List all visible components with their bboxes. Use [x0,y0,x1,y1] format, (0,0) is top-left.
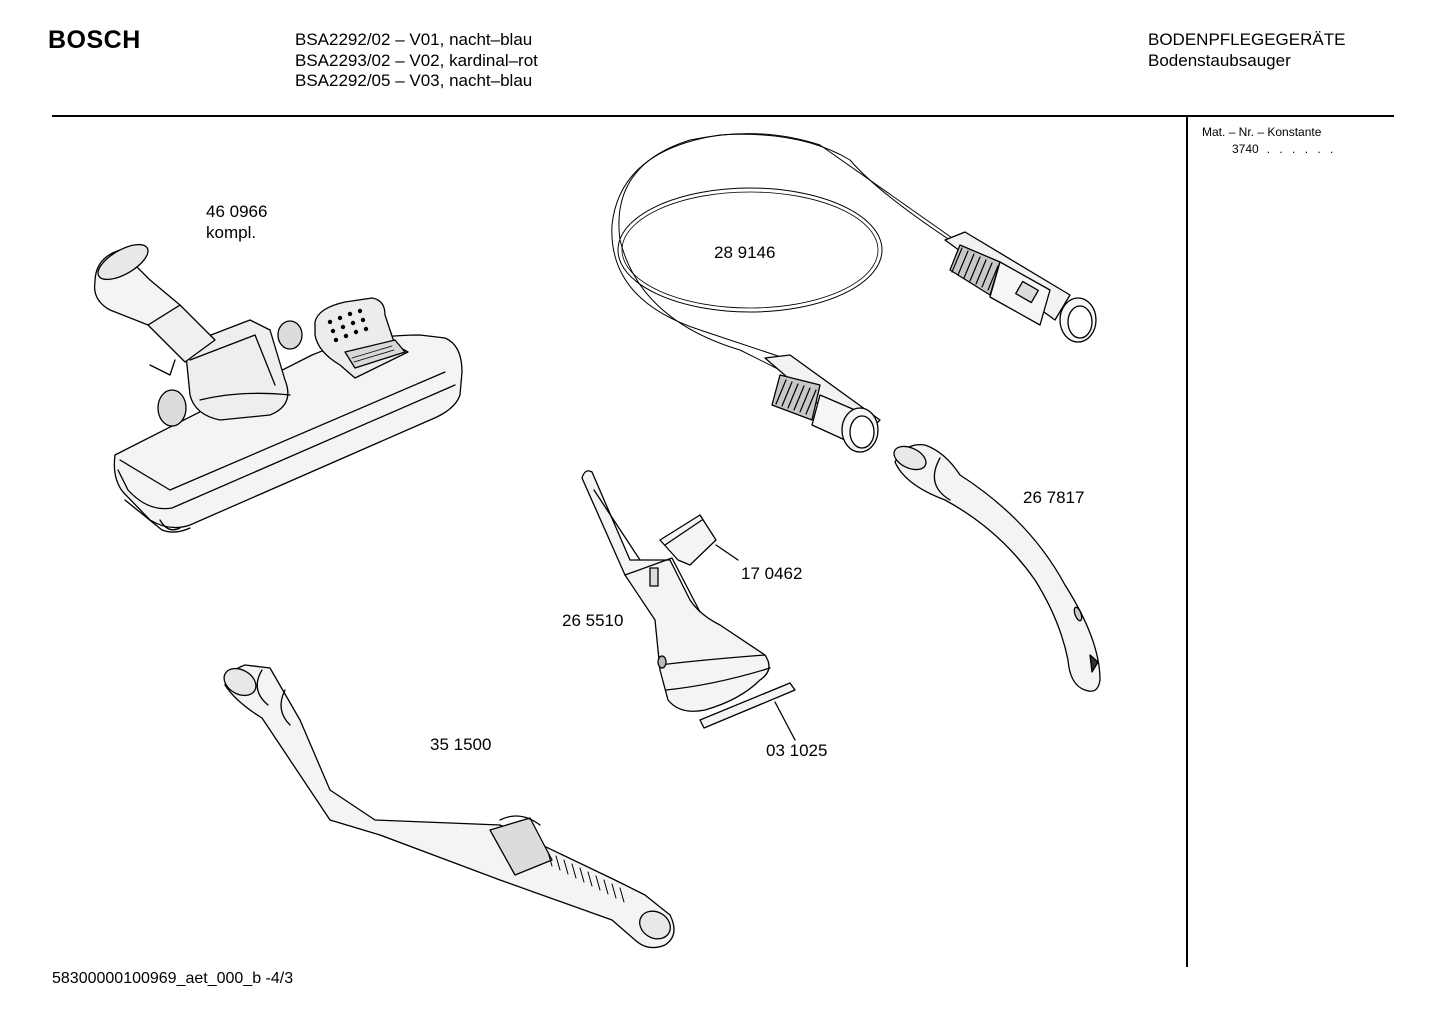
model-line-1: BSA2292/02 – V01, nacht–blau [295,30,533,49]
part-number-strip: 03 1025 [766,741,828,760]
mat-nr-value: 3740 . . . . . . [1232,142,1336,156]
part-note-floor-nozzle: kompl. [206,223,257,242]
header-divider [52,115,1394,117]
part-number-floor-nozzle: 46 0966 [206,202,268,221]
mat-nr-label: Mat. – Nr. – Konstante [1202,125,1322,139]
category-title: BODENPFLEGEGERÄTE [1148,30,1346,49]
handle-tube-drawing [893,443,1101,692]
part-number-hose: 28 9146 [714,243,776,262]
part-number-handle-tube: 26 7817 [1023,488,1085,507]
document-id: 58300000100969_aet_000_b -4/3 [52,970,294,987]
part-number-telescopic-tube: 35 1500 [430,735,492,754]
mat-nr-number: 3740 [1232,142,1259,156]
part-number-clip: 17 0462 [741,564,803,583]
side-panel-divider [1186,117,1188,967]
hose-drawing [611,133,1097,453]
category-subtitle: Bodenstaubsauger [1148,50,1291,70]
floor-nozzle-drawing [93,243,463,533]
part-label-floor-nozzle: 46 0966 kompl. [206,201,267,243]
telescopic-tube-drawing [223,664,675,949]
model-line-3: BSA2292/05 – V03, nacht–blau [295,71,533,90]
model-line-2: BSA2293/02 – V02, kardinal–rot [295,50,538,70]
category-block: BODENPFLEGEGERÄTE Bodenstaubsauger [1148,30,1345,71]
brand-logo: BOSCH [48,26,141,54]
upholstery-nozzle-drawing [581,470,796,741]
mat-nr-dots: . . . . . . [1266,142,1337,156]
part-number-upholstery-nozzle: 26 5510 [562,611,624,630]
model-list: BSA2292/02 – V01, nacht–blau BSA2293/02 … [295,30,538,92]
